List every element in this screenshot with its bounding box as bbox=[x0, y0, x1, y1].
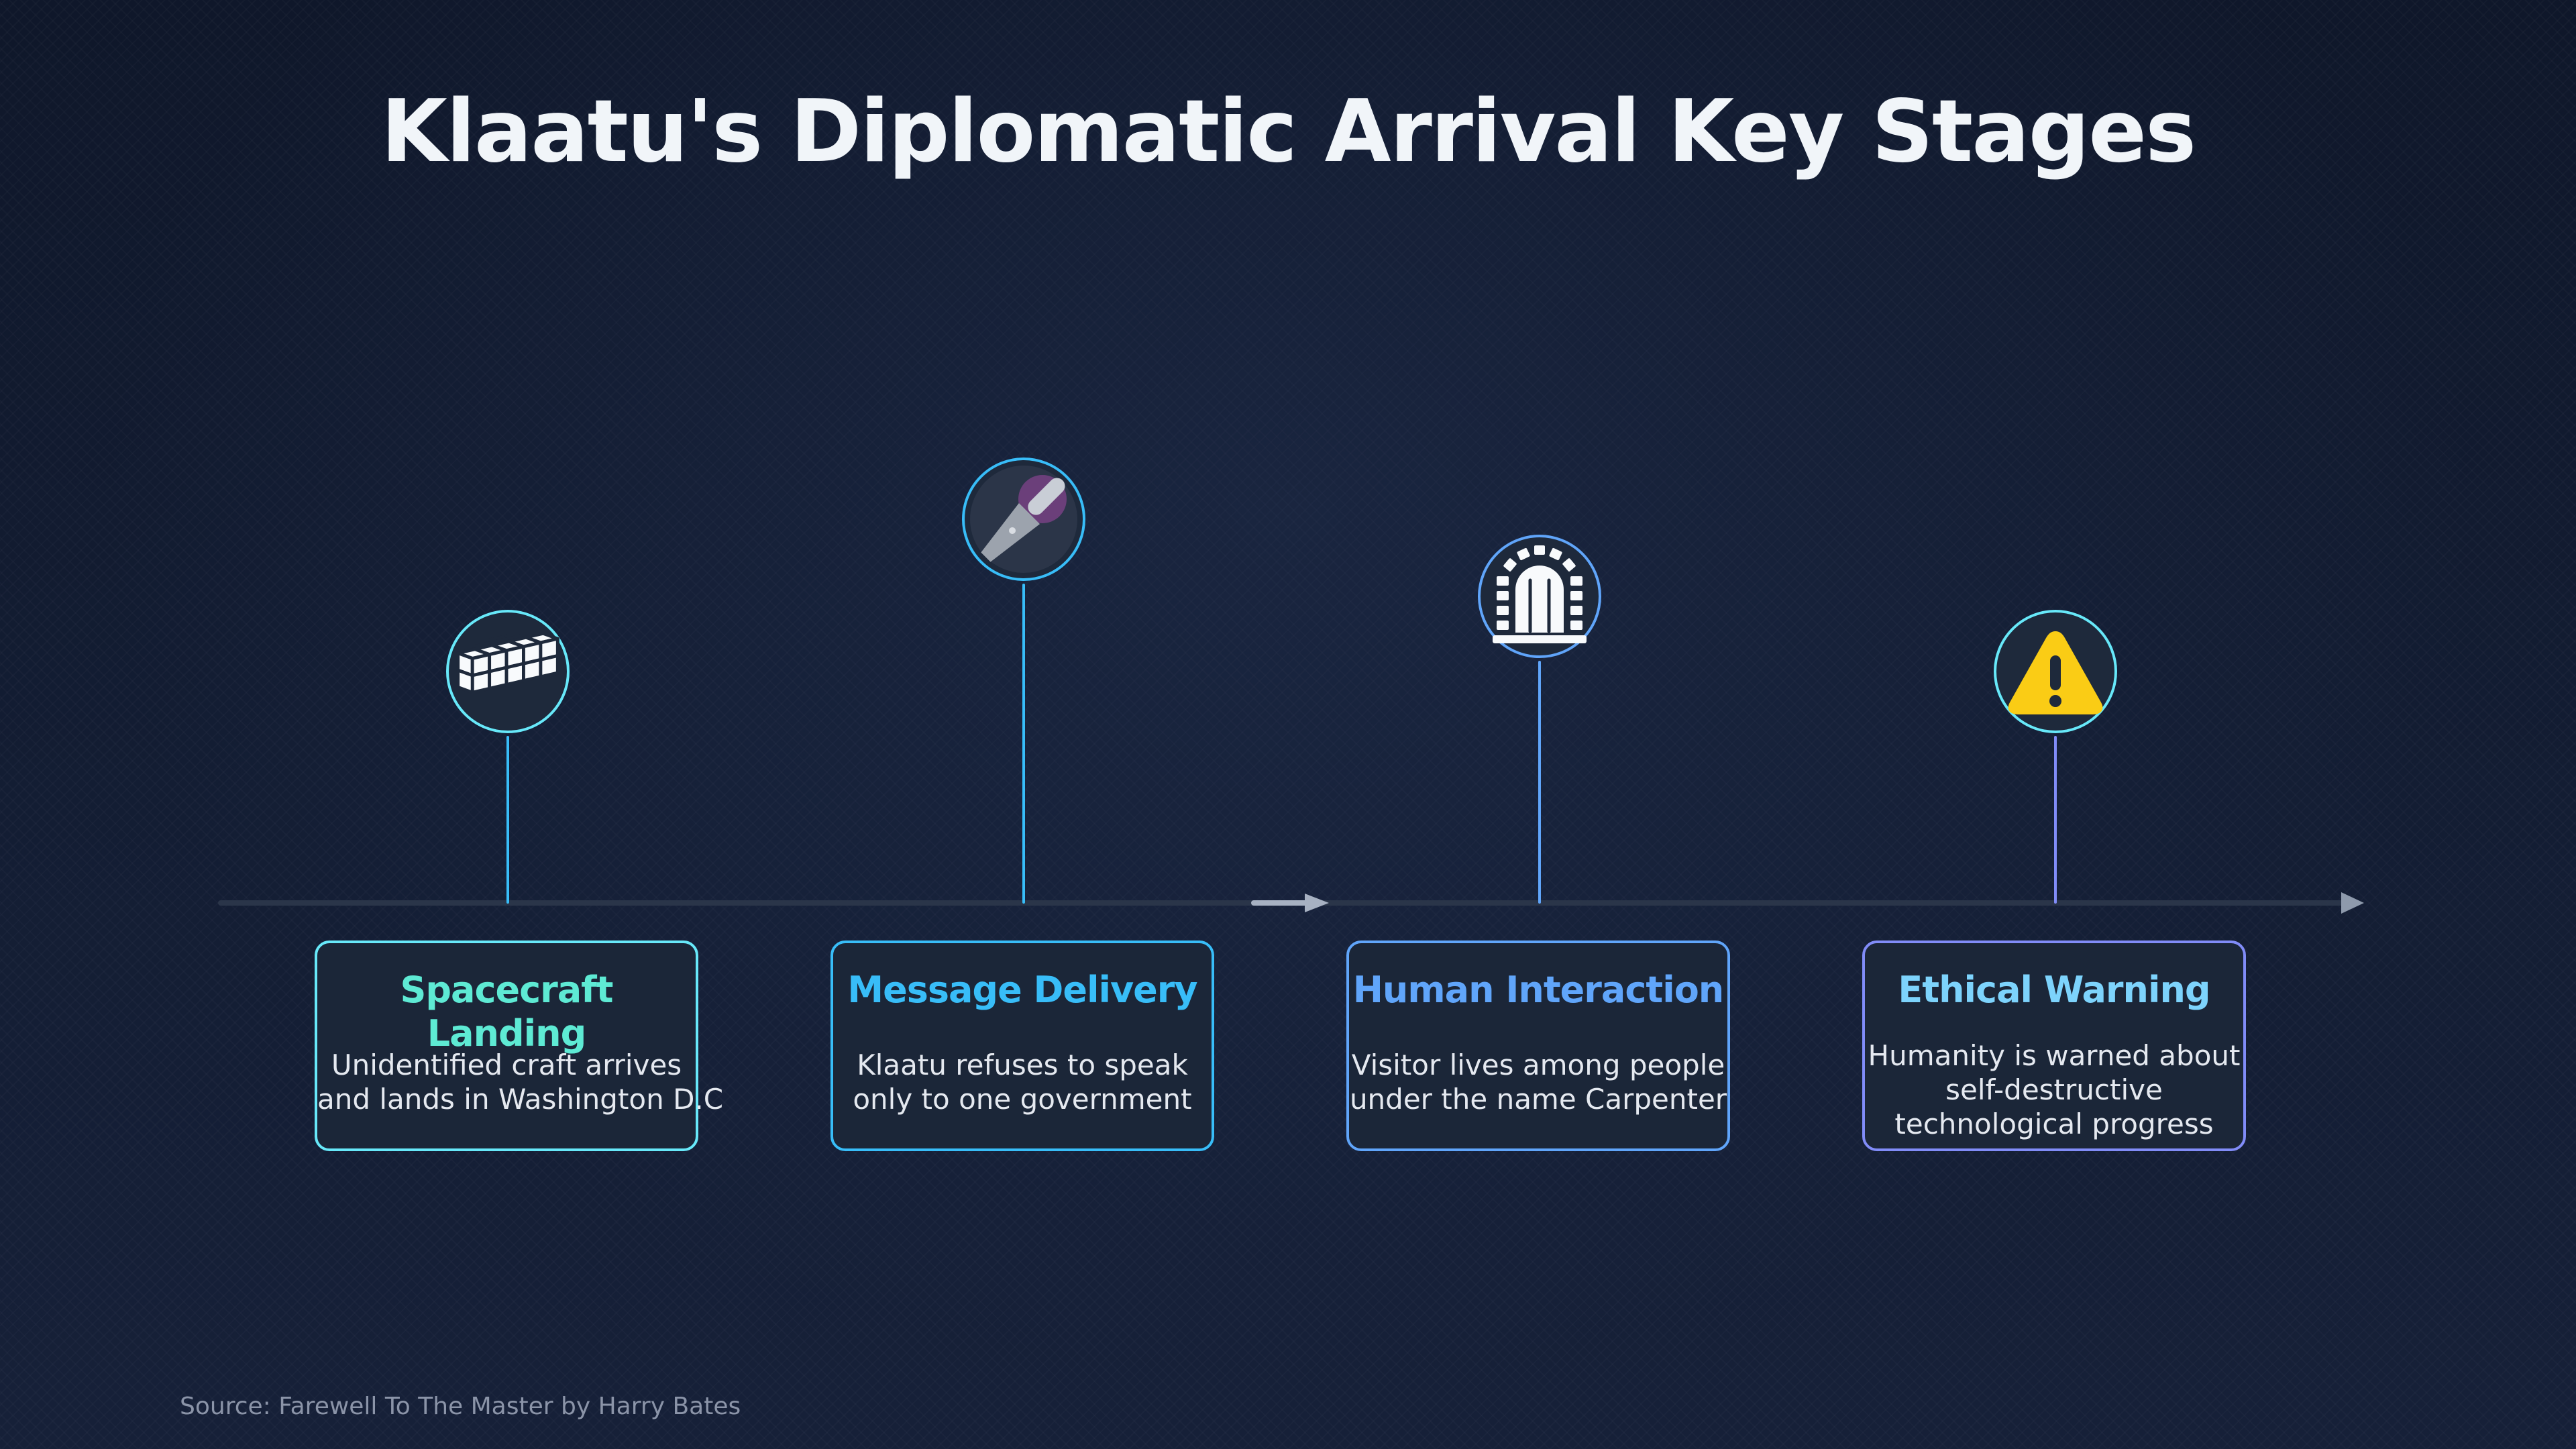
timeline-direction-arrow-icon bbox=[1251, 894, 1329, 912]
stage-node-human-interaction bbox=[1478, 535, 1601, 658]
stage-node-spacecraft-landing bbox=[446, 610, 570, 733]
stage-connector bbox=[2054, 736, 2057, 904]
stage-description: Visitor lives among people under the nam… bbox=[1349, 1048, 1727, 1116]
stage-connector bbox=[506, 736, 509, 904]
stage-card-ethical-warning: Ethical Warning Humanity is warned about… bbox=[1862, 941, 2246, 1151]
stage-title: Ethical Warning bbox=[1898, 969, 2210, 1011]
stage-description-line: under the name Carpenter bbox=[1349, 1083, 1727, 1116]
axis-arrowhead bbox=[2341, 892, 2364, 914]
source-footnote: Source: Farewell To The Master by Harry … bbox=[180, 1393, 741, 1420]
stage-card-human-interaction: Human Interaction Visitor lives among pe… bbox=[1346, 941, 1730, 1151]
stage-node-ethical-warning bbox=[1994, 610, 2117, 733]
stage-connector bbox=[1022, 584, 1025, 904]
stage-node-message-delivery bbox=[962, 458, 1085, 581]
stage-card-spacecraft-landing: Spacecraft Landing Unidentified craft ar… bbox=[315, 941, 724, 1151]
stage-description: Klaatu refuses to speak only to one gove… bbox=[833, 1048, 1212, 1116]
microphone-icon bbox=[970, 466, 1077, 573]
stage-title: Spacecraft Landing bbox=[400, 969, 613, 1055]
stage-description: Unidentified craft arrives and lands in … bbox=[317, 1048, 724, 1116]
stage-title: Message Delivery bbox=[847, 969, 1197, 1011]
arched-doorway-icon bbox=[1493, 545, 1587, 643]
stage-description-line: Unidentified craft arrives bbox=[331, 1049, 682, 1081]
stage-description-line: technological progress bbox=[1894, 1108, 2214, 1140]
stage-title: Human Interaction bbox=[1352, 969, 1725, 1011]
stage-description: Humanity is warned about self-destructiv… bbox=[1865, 1038, 2243, 1141]
stage-card-message-delivery: Message Delivery Klaatu refuses to speak… bbox=[830, 941, 1214, 1151]
stage-connector bbox=[1538, 661, 1541, 904]
stage-description-line: and lands in Washington D.C bbox=[317, 1083, 724, 1116]
warning-icon bbox=[2008, 631, 2103, 714]
stage-description-line: Humanity is warned about bbox=[1868, 1039, 2241, 1072]
stage-description-line: Klaatu refuses to speak bbox=[857, 1049, 1188, 1081]
bricks-icon bbox=[456, 634, 559, 694]
stage-description-line: Visitor lives among people bbox=[1351, 1049, 1725, 1081]
page-title: Klaatu's Diplomatic Arrival Key Stages bbox=[380, 82, 2196, 182]
stage-description-line: self-destructive bbox=[1945, 1073, 2163, 1106]
stage-description-line: only to one government bbox=[853, 1083, 1192, 1116]
